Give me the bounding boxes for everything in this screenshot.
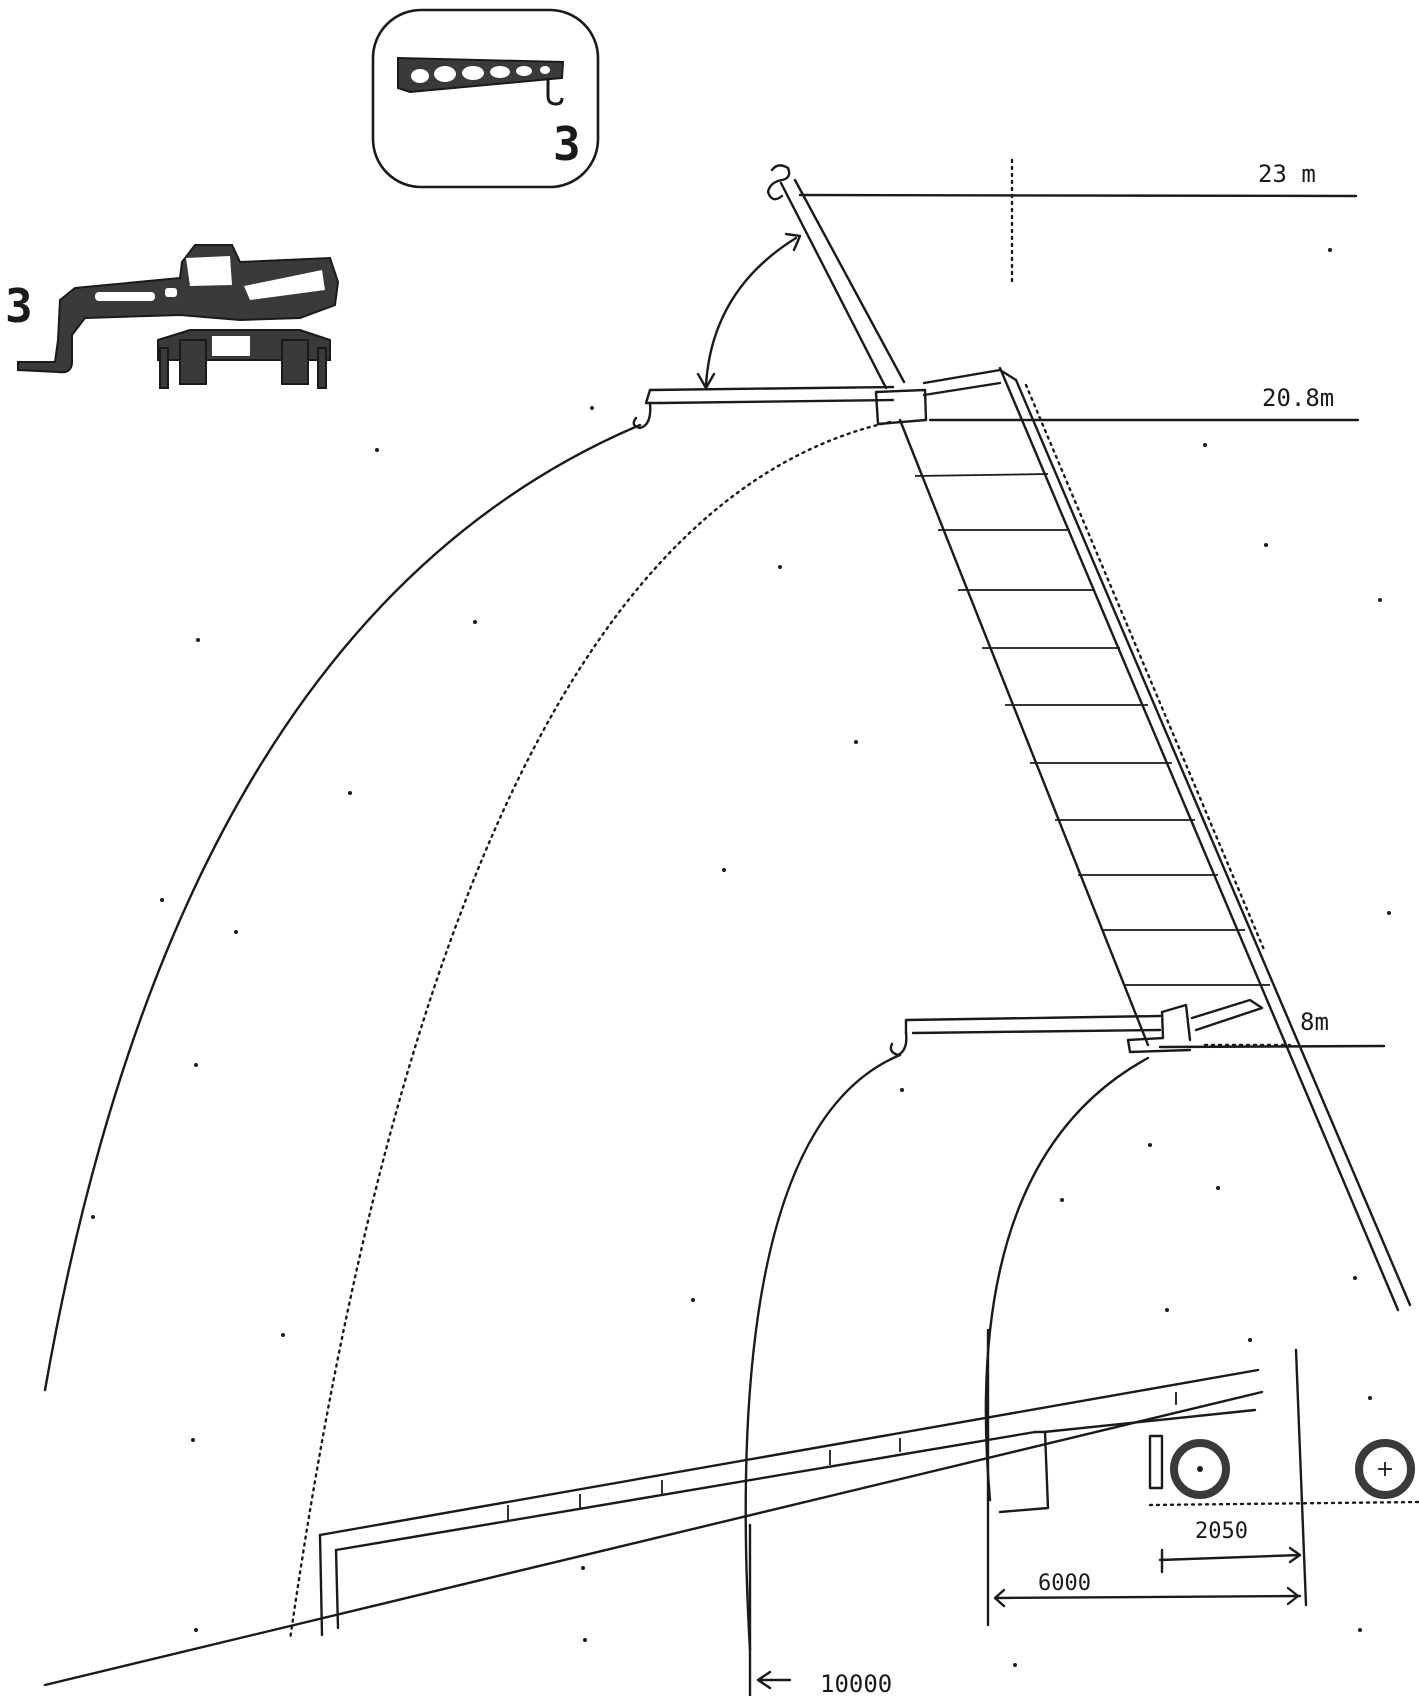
- outer-envelope-arc: [43, 423, 642, 1392]
- inner-envelope-arc-dotted: [288, 420, 892, 1642]
- height-label-8m: 8m: [1300, 1008, 1329, 1036]
- height-label-23m: 23 m: [1258, 160, 1316, 188]
- dimension-6000: 6000: [1038, 1571, 1091, 1596]
- scan-speckles: [91, 248, 1391, 1667]
- dimension-10000: 10000: [820, 1670, 892, 1696]
- base-telescopic-boom: [43, 1368, 1264, 1687]
- machine-icon-label: 3: [5, 279, 33, 333]
- height-reference-lines: [798, 158, 1386, 1049]
- angle-indicator: [696, 232, 802, 390]
- height-label-20-8m: 20.8m: [1262, 384, 1334, 412]
- boom-jib-icon: 3: [371, 8, 600, 189]
- main-boom: [898, 366, 1412, 1312]
- lower-inner-arc: [984, 1056, 1150, 1502]
- outrigger-pads: [1148, 1434, 1419, 1507]
- lower-outer-arc: [744, 1053, 902, 1652]
- fly-jib-lower: [889, 998, 1264, 1057]
- dimension-2050: 2050: [1195, 1519, 1248, 1544]
- fly-jib-upper: [632, 164, 1018, 430]
- boom-icon-label: 3: [553, 117, 581, 171]
- machine-icon: 3: [5, 244, 340, 389]
- dimension-lines: [748, 1328, 1308, 1698]
